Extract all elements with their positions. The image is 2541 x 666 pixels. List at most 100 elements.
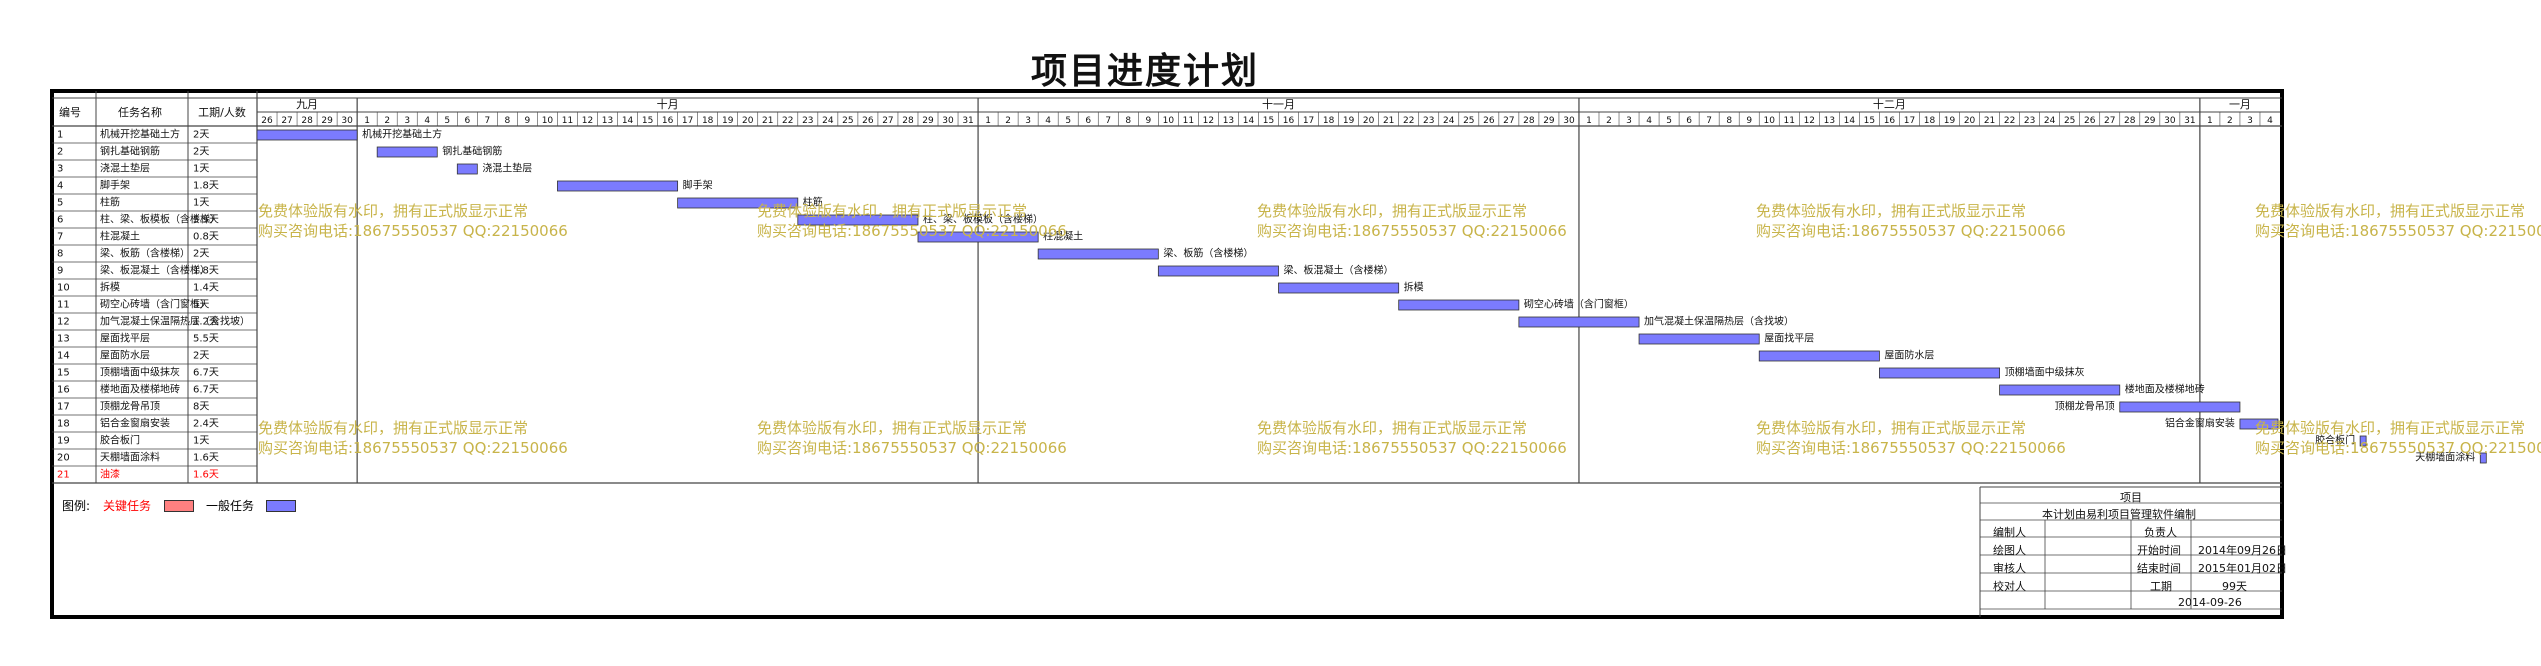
task-id: 4: [57, 181, 63, 192]
page-title: 项目进度计划: [1030, 51, 1259, 92]
day-label: 6: [1686, 116, 1692, 126]
day-label: 12: [1203, 116, 1214, 126]
day-label: 3: [1025, 116, 1031, 126]
watermark-text: 免费体验版有水印，拥有正式版显示正常购买咨询电话:18675550537 QQ:…: [2255, 418, 2541, 458]
task-id: 5: [57, 198, 63, 209]
watermark-text: 免费体验版有水印，拥有正式版显示正常购买咨询电话:18675550537 QQ:…: [2255, 201, 2541, 241]
task-id: 2: [57, 147, 63, 158]
task-name: 梁、板混凝土（含楼梯）: [100, 264, 210, 277]
info-key: 绘图人: [1993, 544, 2026, 557]
task-id: 20: [57, 453, 70, 464]
day-label: 3: [2247, 116, 2253, 126]
day-label: 14: [622, 116, 634, 126]
day-label: 14: [1844, 116, 1856, 126]
bar-label: 顶棚龙骨吊顶: [2055, 400, 2115, 413]
task-id: 15: [57, 368, 70, 379]
day-label: 19: [1944, 116, 1956, 126]
task-duration: 5.5天: [193, 334, 219, 345]
task-id: 9: [57, 266, 63, 277]
day-label: 18: [1323, 116, 1335, 126]
day-label: 26: [862, 116, 874, 126]
col-header-duration: 工期/人数: [198, 106, 246, 119]
month-label: 十月: [657, 97, 679, 111]
day-label: 10: [1163, 116, 1175, 126]
day-label: 29: [2144, 116, 2156, 126]
task-name: 屋面找平层: [100, 332, 150, 345]
day-label: 5: [1065, 116, 1071, 126]
day-label: 2: [1005, 116, 1011, 126]
task-duration: 1天: [193, 436, 209, 447]
task-duration: 5天: [193, 300, 209, 311]
watermark-line1: 免费体验版有水印，拥有正式版显示正常: [1257, 202, 1528, 220]
day-label: 7: [1105, 116, 1111, 126]
task-duration: 1.6天: [193, 470, 219, 481]
watermark-line1: 免费体验版有水印，拥有正式版显示正常: [1756, 202, 2027, 220]
day-label: 11: [562, 116, 573, 126]
info-key: 校对人: [1993, 580, 2026, 593]
day-label: 28: [902, 116, 914, 126]
watermark-text: 免费体验版有水印，拥有正式版显示正常购买咨询电话:18675550537 QQ:…: [757, 201, 1067, 241]
day-label: 17: [1303, 116, 1314, 126]
day-label: 25: [2064, 116, 2075, 126]
day-label: 6: [1085, 116, 1091, 126]
task-name: 拆模: [100, 281, 120, 294]
bar-label: 柱混凝土: [1043, 230, 1083, 243]
day-label: 22: [1403, 116, 1414, 126]
bar-label: 拆模: [1404, 281, 1424, 294]
day-label: 20: [1363, 116, 1375, 126]
day-label: 2: [2227, 116, 2233, 126]
day-label: 8: [1726, 116, 1732, 126]
day-label: 30: [942, 116, 954, 126]
day-label: 5: [444, 116, 450, 126]
day-label: 25: [842, 116, 853, 126]
task-duration: 1.2天: [193, 317, 219, 328]
day-label: 24: [2044, 116, 2056, 126]
day-label: 26: [2084, 116, 2096, 126]
day-label: 8: [505, 116, 511, 126]
legend-normal-label: 一般任务: [206, 499, 255, 513]
info-date: 2014-09-26: [2178, 596, 2242, 609]
task-bar: [2359, 435, 2367, 447]
legend-critical-swatch: [164, 500, 194, 512]
watermark-line2: 购买咨询电话:18675550537 QQ:22150066: [2255, 222, 2541, 240]
day-label: 28: [2124, 116, 2136, 126]
outer-frame: [50, 89, 2284, 619]
day-label: 27: [2104, 116, 2115, 126]
day-label: 4: [1045, 116, 1051, 126]
day-label: 4: [2267, 116, 2273, 126]
day-label: 1: [1586, 116, 1592, 126]
day-label: 15: [1864, 116, 1875, 126]
info-value: 2014年09月26日: [2198, 544, 2287, 557]
task-name: 柱筋: [100, 196, 120, 209]
watermark-text: 免费体验版有水印，拥有正式版显示正常购买咨询电话:18675550537 QQ:…: [258, 201, 568, 241]
day-label: 10: [1764, 116, 1776, 126]
task-bar: [1278, 282, 1400, 294]
bar-label: 胶合板门: [2315, 434, 2355, 447]
day-label: 25: [1463, 116, 1474, 126]
task-name: 楼地面及楼梯地砖: [100, 383, 180, 396]
day-label: 4: [1646, 116, 1652, 126]
day-label: 15: [642, 116, 653, 126]
watermark-line2: 购买咨询电话:18675550537 QQ:22150066: [258, 222, 568, 240]
day-label: 12: [1804, 116, 1815, 126]
task-name: 柱、梁、板模板（含楼梯）: [100, 213, 220, 226]
watermark-text: 免费体验版有水印，拥有正式版显示正常购买咨询电话:18675550537 QQ:…: [757, 418, 1067, 458]
watermark-line1: 免费体验版有水印，拥有正式版显示正常: [757, 202, 1028, 220]
task-duration: 0.8天: [193, 232, 219, 243]
task-name: 机械开挖基础土方: [100, 128, 180, 141]
info-key: 工期: [2150, 580, 2172, 593]
day-label: 22: [782, 116, 793, 126]
task-name: 脚手架: [100, 179, 130, 192]
task-name: 铝合金窗扇安装: [100, 417, 170, 430]
info-header: 项目: [2120, 491, 2142, 504]
watermark-text: 免费体验版有水印，拥有正式版显示正常购买咨询电话:18675550537 QQ:…: [1257, 201, 1567, 241]
task-duration: 6.7天: [193, 385, 219, 396]
watermark-line2: 购买咨询电话:18675550537 QQ:22150066: [1756, 439, 2066, 457]
watermark-line1: 免费体验版有水印，拥有正式版显示正常: [1756, 419, 2027, 437]
info-key: 开始时间: [2137, 544, 2181, 557]
task-duration: 2.4天: [193, 419, 219, 430]
day-label: 3: [404, 116, 410, 126]
day-label: 16: [662, 116, 674, 126]
day-label: 9: [525, 116, 531, 126]
